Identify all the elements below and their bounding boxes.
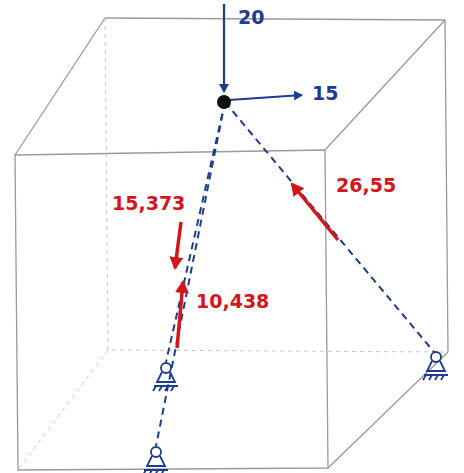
load-value: 20 xyxy=(238,8,264,27)
load-value: 15 xyxy=(312,84,338,103)
member-force: 10,438 xyxy=(196,292,269,311)
member-force: 26,55 xyxy=(336,176,396,195)
member-force: 15,373 xyxy=(112,194,185,213)
